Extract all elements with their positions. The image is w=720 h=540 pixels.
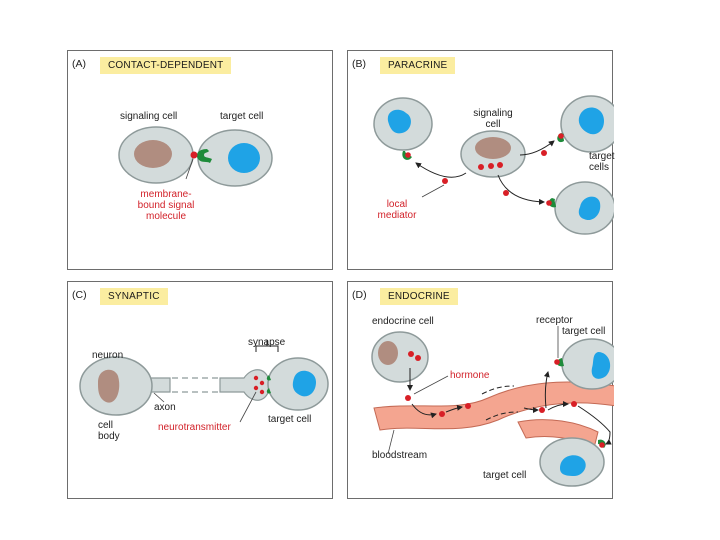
endocrine-cell-label: endocrine cell [372,316,434,327]
target-cell-label: target cell [220,111,264,122]
bloodstream-label: bloodstream [372,450,428,461]
neurotransmitter-label: neurotransmitter [158,422,231,433]
signal-label-line1: membrane- [140,189,192,200]
local-mediator-icon [497,162,503,168]
local-mediator-icon [503,190,509,196]
target-cell-nucleus [292,370,316,397]
target-nucleus-top-right [578,107,604,135]
signal-label-line2: bound signal [137,200,195,211]
neuron-label: neuron [92,350,124,361]
hormone-icon [539,407,545,413]
bloodstream-gap [481,385,515,395]
panel-c-diagram [79,340,329,423]
panel-c-title: SYNAPTIC [100,288,168,305]
panel-paracrine: (B) PARACRINE signaling cell target cell… [347,50,615,270]
receptor-icon [266,375,271,381]
local-mediator-label-line1: local [386,199,408,210]
local-mediator-icon [478,164,484,170]
cell-body-label-line1: cell [98,420,114,431]
axon-pointer-line [153,392,165,403]
bound-hormone-icon [599,442,605,448]
hormone-icon [408,351,414,357]
signaling-cell-nucleus [475,137,511,159]
target-cell-label: target cell [268,414,312,425]
diffusion-arrow [415,162,467,178]
local-mediator-icon [442,178,448,184]
panel-b-title: PARACRINE [380,57,456,74]
target-nucleus-top [591,352,611,379]
bloodstream-pointer-line [387,429,395,455]
hormone-path-arrow [523,406,539,413]
target-nucleus-top-left [387,109,411,134]
target-cell-nucleus [228,143,260,173]
panel-d-diagram [371,326,614,487]
signal-label-line3: molecule [145,211,187,222]
signaling-cell-label-line1: signaling [473,108,513,119]
axon-label: axon [154,402,176,413]
target-nucleus-bottom [560,455,586,476]
diffusion-arrow [519,140,555,156]
receptor-label: receptor [536,315,573,326]
panel-a-title: CONTACT-DEPENDENT [100,57,232,74]
synapse-bracket [255,340,279,352]
neuron-nucleus [98,369,120,403]
panel-b-diagram [373,95,614,235]
panel-a-tag: (A) [72,58,86,70]
endocrine-cell-nucleus [378,341,398,365]
cell-body-label-line2: body [98,431,120,442]
target-nucleus-bottom-right [578,196,601,221]
bloodstream-gap [485,411,519,421]
hormone-path-arrow [411,403,437,419]
membrane-bound-signal-icon [190,151,198,159]
panel-synaptic: (C) SYNAPTIC synapse neuron axon cell bo… [67,281,333,499]
hormone-icon [439,411,445,417]
panel-d-title: ENDOCRINE [380,288,458,305]
panel-contact-dependent: (A) CONTACT-DEPENDENT signaling cell tar… [67,50,333,270]
panel-c-tag: (C) [72,289,87,301]
hormone-path-arrow [547,401,569,411]
receptor-icon [196,149,212,163]
hormone-path-arrow [577,405,612,445]
local-mediator-icon [541,150,547,156]
local-mediator-label-line2: mediator [377,210,417,221]
hormone-icon [571,401,577,407]
panel-d-tag: (D) [352,289,367,301]
signaling-cell-label: signaling cell [120,111,178,122]
bound-mediator-icon [405,152,411,158]
signal-pointer-line [185,158,194,180]
panel-b-tag: (B) [352,58,366,70]
neurotransmitter-icon [259,380,265,386]
mediator-pointer-line [421,184,445,198]
neurotransmitter-icon [253,385,259,391]
hormone-label: hormone [450,370,490,381]
neurotransmitter-pointer-line [239,391,257,423]
hormone-pointer-line [413,375,449,395]
target-cells-label-line1: target [589,151,615,162]
hormone-icon [465,403,471,409]
hormone-icon [405,395,411,401]
neurotransmitter-icon [253,375,259,381]
panel-a-diagram [118,126,273,187]
signaling-cell-nucleus [134,140,172,168]
hormone-path-arrow [445,404,463,413]
neurotransmitter-icon [259,389,265,395]
hormone-path-arrow [543,371,550,409]
signaling-cell-label-line2: cell [485,119,501,130]
target-cell-top-label: target cell [562,326,606,337]
bound-hormone-icon [554,359,560,365]
target-cell-bottom-label: target cell [483,470,527,481]
panel-endocrine: (D) ENDOCRINE endocrine cell receptor ta… [347,281,614,499]
receptor-icon [266,388,271,394]
hormone-icon [415,355,421,361]
synapse-label: synapse [248,337,286,348]
local-mediator-icon [488,163,494,169]
bound-mediator-icon [558,133,564,139]
bound-mediator-icon [546,200,552,206]
diffusion-arrow [497,174,545,205]
target-cells-label-line2: cells [589,162,610,173]
